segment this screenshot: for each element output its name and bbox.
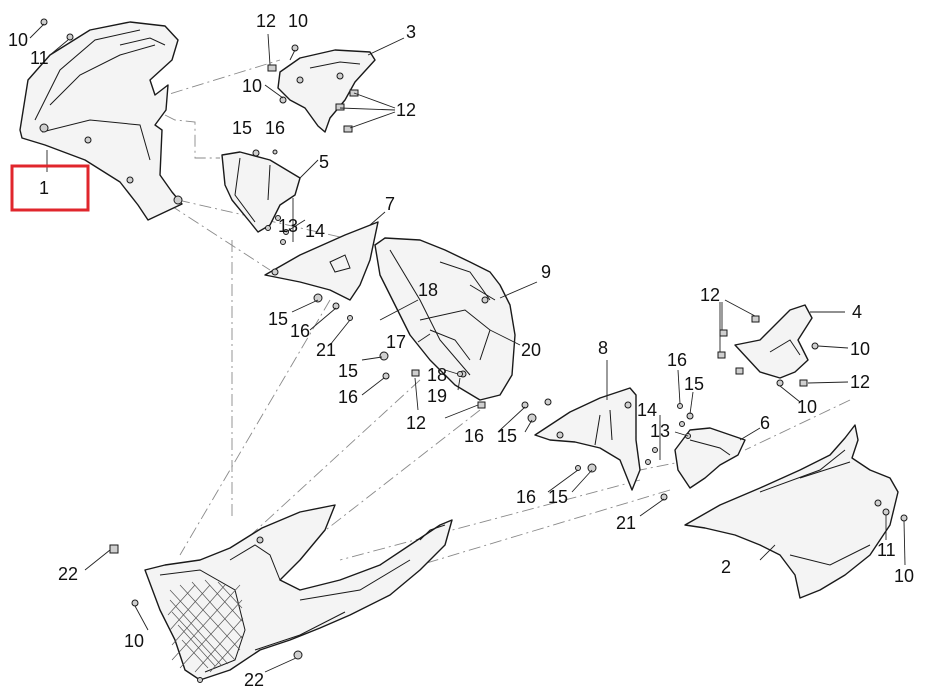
callout-18: 18 [418, 280, 438, 300]
callout-22: 22 [58, 564, 78, 584]
callout-16: 16 [338, 387, 358, 407]
callout-1: 1 [39, 178, 49, 198]
callout-16: 16 [265, 118, 285, 138]
callout-2: 2 [721, 557, 731, 577]
callout-10: 10 [8, 30, 28, 50]
callout-10: 10 [894, 566, 914, 586]
part-9-inner-panel [374, 237, 538, 401]
callout-15: 15 [268, 309, 288, 329]
part-7-triangular-panel [264, 211, 386, 301]
belly-pan-grille-mesh [167, 579, 244, 673]
callout-10: 10 [797, 397, 817, 417]
callout-10: 10 [288, 11, 308, 31]
part-5-inner-duct [221, 149, 319, 245]
callout-15: 15 [684, 374, 704, 394]
part-6-small-duct [645, 369, 761, 489]
callout-16: 16 [516, 487, 536, 507]
part-8-right-bracket [497, 360, 668, 517]
callout-16: 16 [290, 321, 310, 341]
callout-11: 11 [30, 48, 49, 68]
screw-10-top-left [29, 18, 48, 39]
part-3-upper-bracket [264, 33, 405, 133]
callout-labels: 1 10 11 12 10 3 10 12 15 16 5 13 14 7 9 … [8, 11, 914, 690]
callout-13: 13 [278, 216, 298, 236]
fasteners-middle-left [291, 293, 486, 419]
callout-12: 12 [396, 100, 416, 120]
callout-22: 22 [244, 670, 264, 690]
washer-11-top-left [49, 33, 74, 56]
callout-10: 10 [124, 631, 144, 651]
part-1-left-side-fairing [19, 21, 183, 221]
callout-1-highlight-box [10, 164, 90, 212]
callout-10: 10 [850, 339, 870, 359]
callout-6: 6 [760, 413, 770, 433]
callout-15: 15 [232, 118, 252, 138]
belly-pan-fasteners [84, 544, 303, 673]
callout-10: 10 [242, 76, 262, 96]
callout-12: 12 [406, 413, 426, 433]
callout-12: 12 [700, 285, 720, 305]
callout-4: 4 [852, 302, 862, 322]
callout-20: 20 [521, 340, 541, 360]
callout-21: 21 [316, 340, 336, 360]
callout-14: 14 [637, 400, 657, 420]
callout-17: 17 [386, 332, 406, 352]
belly-pan-assembly [144, 504, 453, 683]
callout-21: 21 [616, 513, 636, 533]
callout-15: 15 [338, 361, 358, 381]
callout-16: 16 [464, 426, 484, 446]
callout-12: 12 [256, 11, 276, 31]
callout-5: 5 [319, 152, 329, 172]
callout-15: 15 [548, 487, 568, 507]
callout-14: 14 [305, 221, 325, 241]
callout-11: 11 [877, 540, 896, 560]
part-4-right-upper-bracket [717, 299, 849, 403]
callout-13: 13 [650, 421, 670, 441]
callout-19: 19 [427, 386, 447, 406]
callout-3: 3 [406, 22, 416, 42]
callout-12: 12 [850, 372, 870, 392]
callout-9: 9 [541, 262, 551, 282]
callout-16: 16 [667, 350, 687, 370]
callout-7: 7 [385, 194, 395, 214]
callout-15: 15 [497, 426, 517, 446]
part-2-right-side-fairing [684, 424, 908, 599]
callout-8: 8 [598, 338, 608, 358]
callout-18: 18 [427, 365, 447, 385]
assembly-guide-lines [149, 59, 851, 581]
